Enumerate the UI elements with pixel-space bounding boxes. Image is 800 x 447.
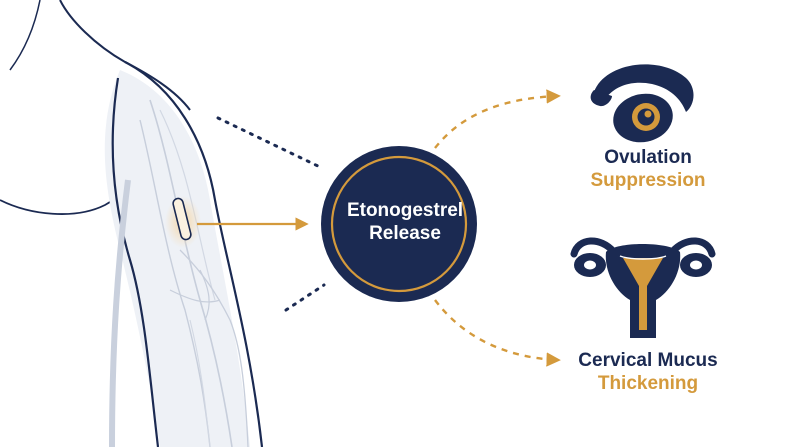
hub-to-cervical-arrow xyxy=(434,299,561,367)
hub-circle xyxy=(321,146,477,302)
ovulation-title: Ovulation xyxy=(604,147,692,168)
torso-side xyxy=(109,179,131,447)
cervical-label: Cervical Mucus Thickening xyxy=(548,350,748,396)
ovulation-label: Ovulation Suppression xyxy=(548,147,748,193)
cervical-title: Cervical Mucus xyxy=(578,350,718,371)
ovulation-subtitle: Suppression xyxy=(590,169,706,191)
hub-to-ovulation-arrow xyxy=(434,89,561,149)
hub-label: Etonogestrel Release xyxy=(325,200,485,246)
dotted-connector-top xyxy=(216,116,324,170)
arm-inner-edge xyxy=(111,77,160,447)
implant-rod-icon xyxy=(165,196,201,248)
cervical-subtitle: Thickening xyxy=(597,372,699,394)
uterus-icon xyxy=(570,237,716,338)
dotted-connector-bottom xyxy=(284,283,326,312)
arm-illustration xyxy=(0,0,264,447)
neck-outline xyxy=(9,0,41,71)
ovary-icon xyxy=(590,64,694,143)
hub-label-line2: Release xyxy=(369,222,441,244)
hub-label-line1: Etonogestrel xyxy=(346,200,464,221)
arm-outer-edge xyxy=(124,61,264,447)
